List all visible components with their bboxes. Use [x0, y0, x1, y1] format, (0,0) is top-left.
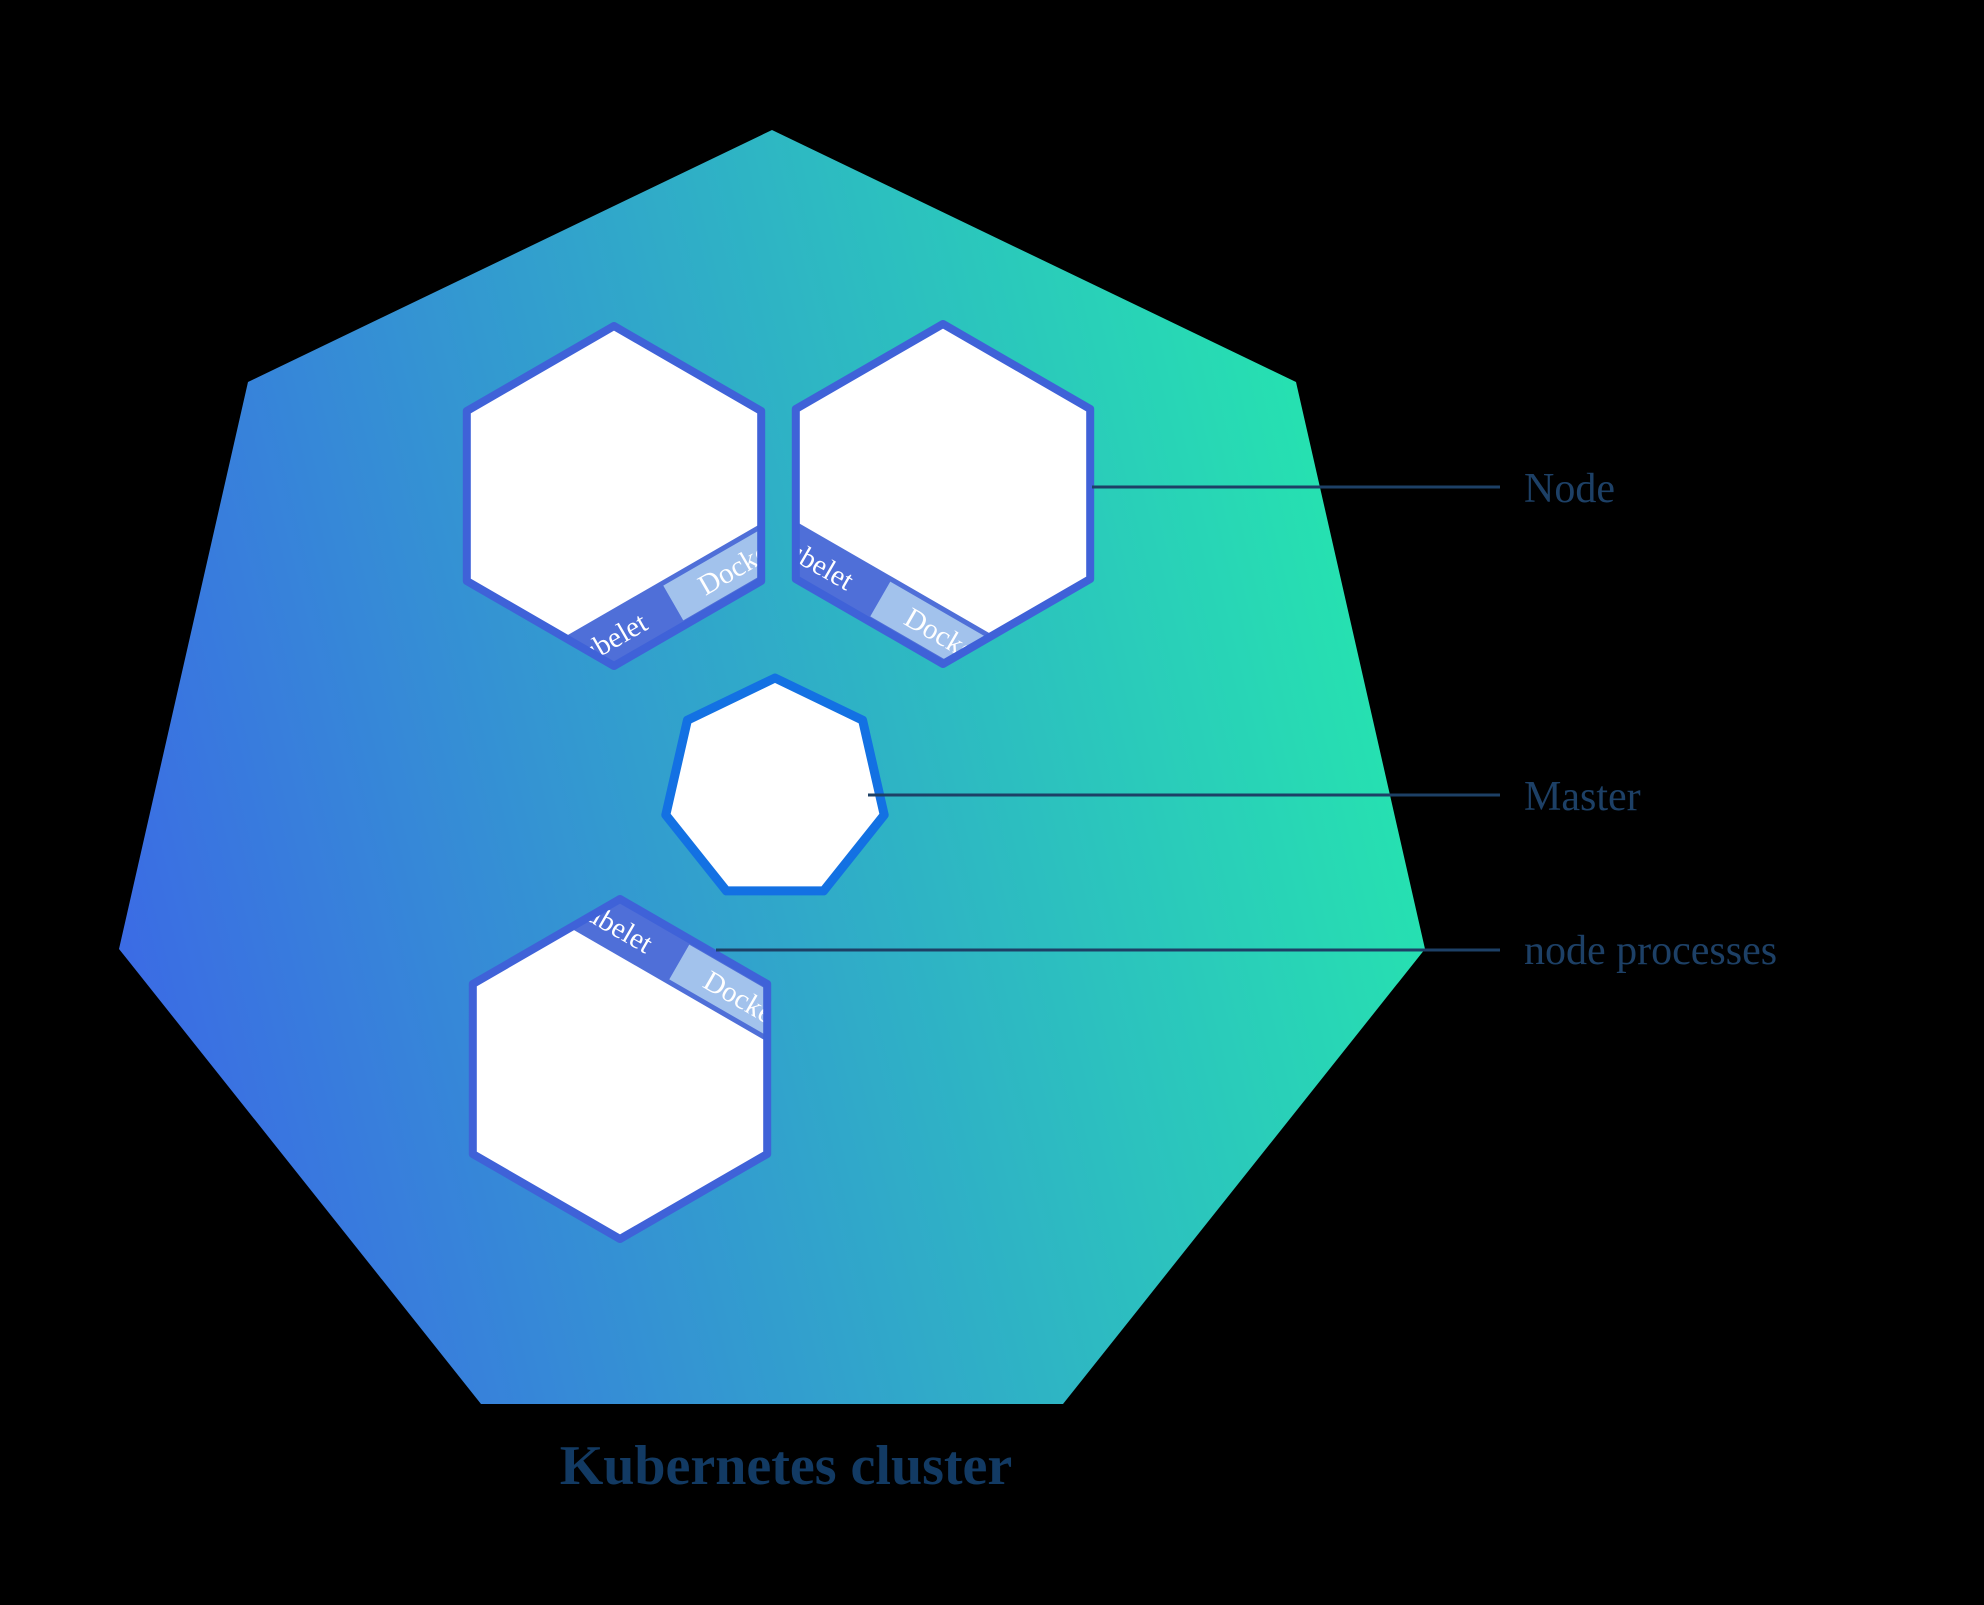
node-hexagon-border	[462, 322, 766, 670]
node-label: Node	[1524, 466, 1615, 512]
cluster-title: Kubernetes cluster	[560, 1435, 1013, 1497]
docker-chip	[870, 581, 1022, 664]
node-processes-label: node processes	[1524, 928, 1777, 974]
docker-chip	[663, 509, 762, 621]
node-hexagon-top-left: kubelet Docker	[462, 322, 766, 670]
docker-chip	[669, 944, 768, 1056]
master-label: Master	[1524, 774, 1641, 820]
node-hexagon-bottom: kubelet Docker	[468, 895, 772, 1243]
node-hexagon-border	[468, 895, 772, 1243]
master-heptagon	[661, 673, 889, 896]
node-process-band: kubelet Docker	[795, 478, 1027, 664]
node-hexagon-border	[791, 320, 1095, 668]
node-hexagon-top-right: kubelet Docker	[791, 320, 1095, 668]
